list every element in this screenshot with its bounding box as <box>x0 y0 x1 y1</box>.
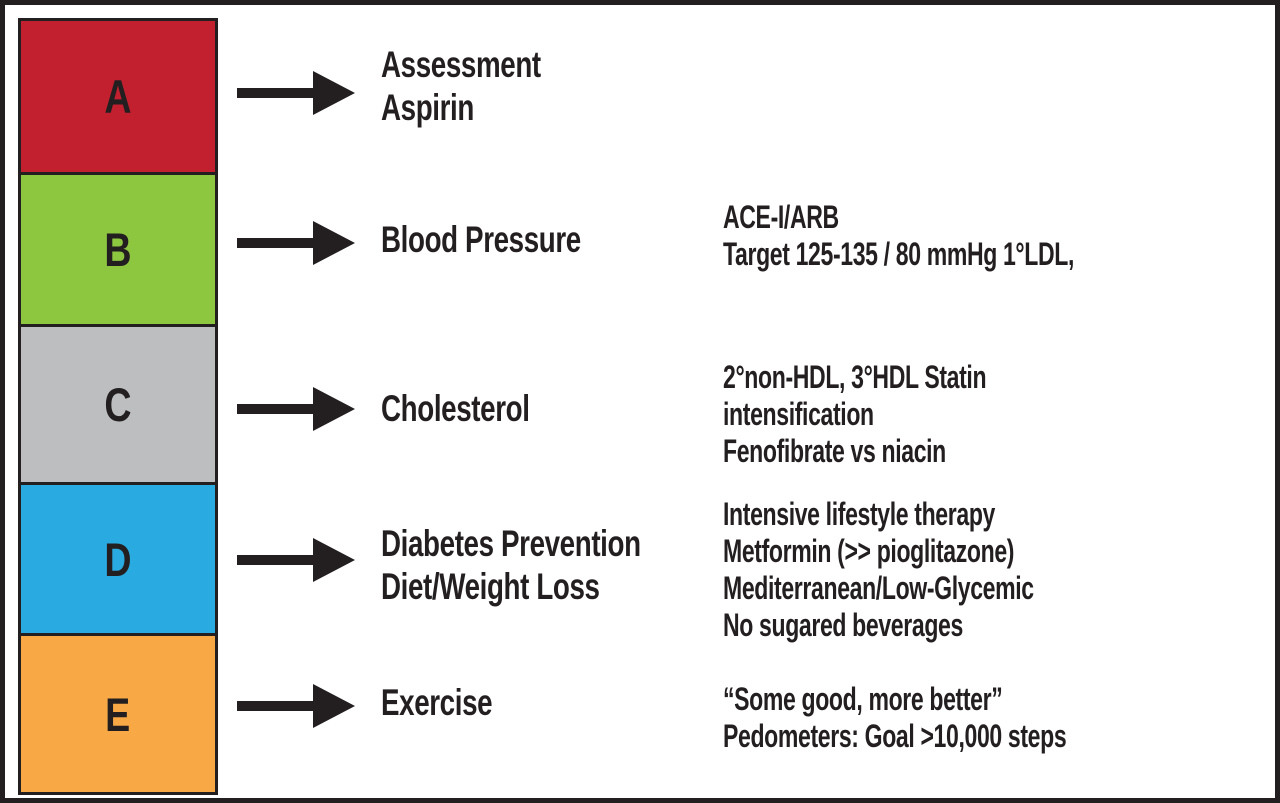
row-label-diabetes-prevention: Diabetes Prevention Diet/Weight Loss <box>381 523 641 607</box>
row-label-assessment: Assessment Aspirin <box>381 44 541 128</box>
row-annotation-cholesterol: 2°non-HDL, 3°HDL Statin intensification … <box>723 359 987 469</box>
letter-c-label: C <box>104 378 132 431</box>
letter-box-e: E <box>21 636 215 792</box>
row-annotation-blood-pressure: ACE-I/ARB Target 125-135 / 80 mmHg 1°LDL… <box>723 199 1075 272</box>
letter-box-b: B <box>21 175 215 327</box>
row-annotation-exercise: “Some good, more better” Pedometers: Goa… <box>723 681 1067 754</box>
row-annotation-diabetes-prevention: Intensive lifestyle therapy Metformin (>… <box>723 496 1034 643</box>
letter-box-c: C <box>21 327 215 485</box>
letter-d-label: D <box>104 532 132 586</box>
row-label-cholesterol: Cholesterol <box>381 388 530 429</box>
row-label-exercise: Exercise <box>381 682 493 723</box>
letter-e-label: E <box>105 687 131 741</box>
arrow-right-icon <box>237 538 355 582</box>
arrow-right-icon <box>237 387 355 431</box>
letter-box-a: A <box>21 21 215 175</box>
letter-b-label: B <box>104 223 132 276</box>
arrow-right-icon <box>237 71 355 115</box>
letter-a-label: A <box>104 70 132 123</box>
row-label-blood-pressure: Blood Pressure <box>381 219 581 260</box>
arrow-right-icon <box>237 221 355 265</box>
letter-box-column: A B C D E <box>18 18 218 795</box>
letter-box-d: D <box>21 485 215 636</box>
arrow-right-icon <box>237 684 355 728</box>
